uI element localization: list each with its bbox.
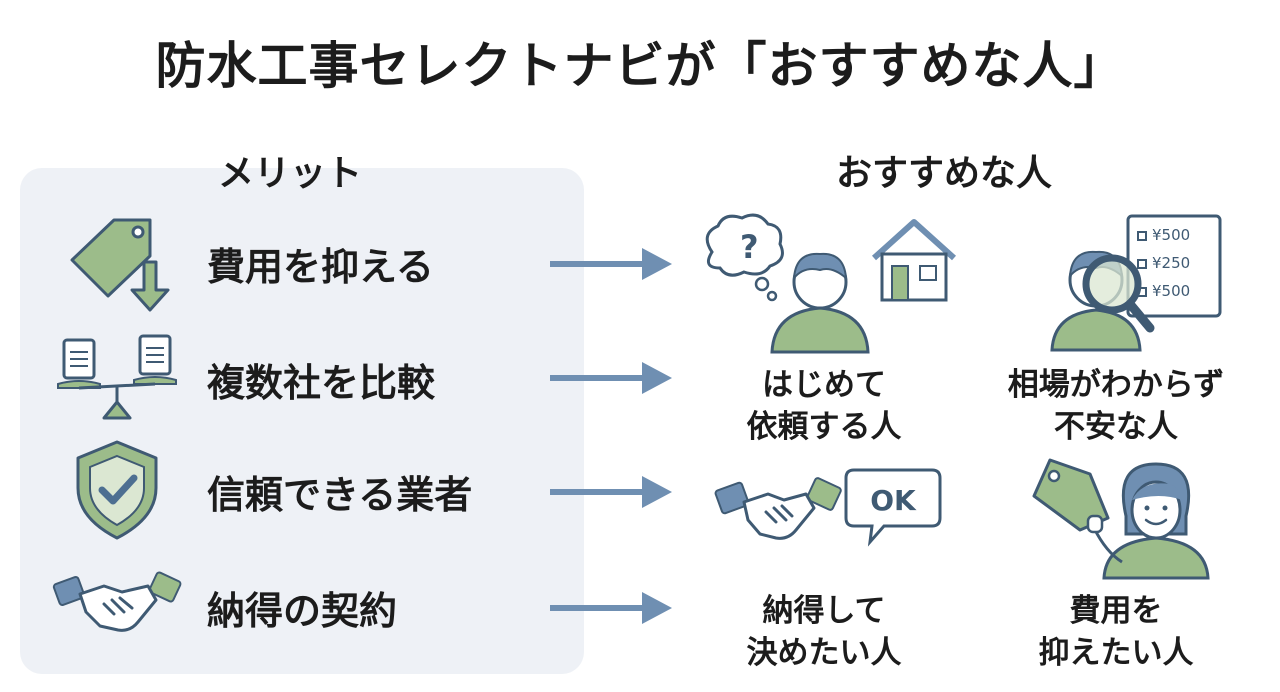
price-text: ¥500 [1152,226,1190,244]
price-text: ¥500 [1152,282,1190,300]
recommended-label-unsure-price: 相場がわからず 不安な人 [996,364,1236,448]
price-text: ¥250 [1152,254,1190,272]
merit-item-contract: 納得の契約 [0,556,560,656]
recommended-heading: おすすめな人 [836,153,1053,194]
shield-check-icon [76,440,158,540]
merit-item-compare: 複数社を比較 [0,328,560,428]
merit-label: 信頼できる業者 [207,473,473,517]
recommended-label-first-time: はじめて 依頼する人 [734,364,914,448]
arrow-right-icon [550,248,672,280]
merit-item-cost: 費用を抑える [0,212,560,312]
ok-text: OK [870,484,917,517]
recommended-label-decide: 納得して 決めたい人 [734,590,914,674]
recommended-label-line: 費用を [1069,593,1163,629]
person-question-house-icon: ? [705,213,957,354]
recommended-label-line: 相場がわからず [1007,367,1225,403]
handshake-ok-bubble-icon: OK [714,468,942,547]
recommended-label-save-cost: 費用を 抑えたい人 [1026,590,1206,674]
merit-label: 納得の契約 [207,589,398,633]
handshake-icon [52,571,182,632]
recommended-label-line: 抑えたい人 [1038,635,1194,671]
arrow-right-icon [550,362,672,394]
arrow-right-icon [550,476,672,508]
svg-text:?: ? [740,228,759,266]
recommended-label-line: 決めたい人 [746,635,902,671]
merit-label: 費用を抑える [207,245,434,289]
merits-heading: メリット [218,153,363,194]
woman-price-tag-icon [1032,458,1210,580]
arrow-right-icon [550,592,672,624]
merit-label: 複数社を比較 [207,361,436,405]
merit-item-trust: 信頼できる業者 [0,440,560,540]
recommended-label-line: 納得して [762,593,886,629]
balance-scale-documents-icon [57,334,177,420]
recommended-label-line: はじめて [762,367,886,403]
recommended-label-line: 不安な人 [1054,409,1178,445]
recommended-label-line: 依頼する人 [746,409,902,445]
magnifier-price-list-icon: ¥500 ¥250 ¥500 [1050,214,1222,352]
page-title: 防水工事セレクトナビが「おすすめな人」 [155,37,1125,95]
price-tag-down-icon [70,218,170,312]
